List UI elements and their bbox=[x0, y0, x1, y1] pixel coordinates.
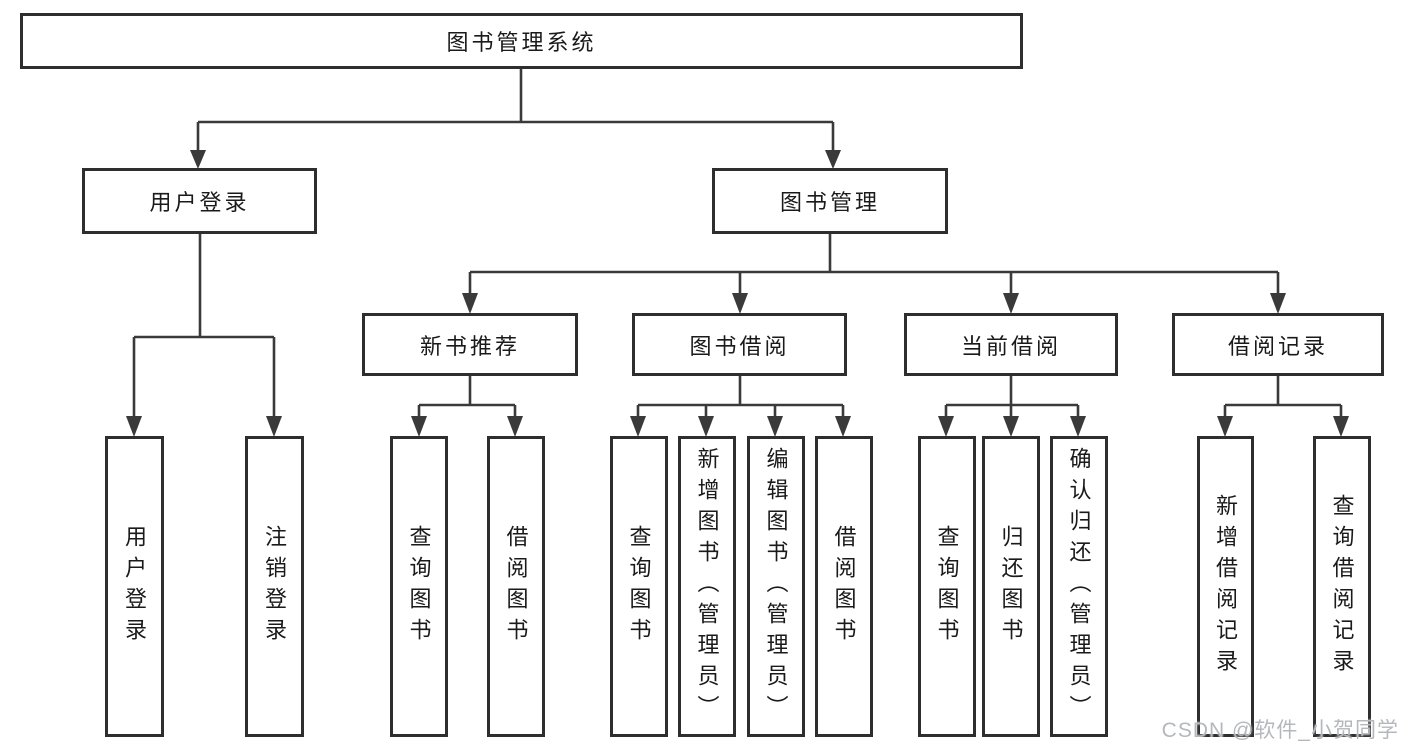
leaf-user-login: 用户登录 bbox=[105, 436, 164, 737]
node-root: 图书管理系统 bbox=[20, 13, 1023, 69]
node-root-label: 图书管理系统 bbox=[446, 30, 597, 55]
node-user-login-label: 用户登录 bbox=[149, 190, 250, 215]
leaf-nb-borrow-book-label: 借阅图书 bbox=[503, 524, 529, 649]
leaf-logout: 注销登录 bbox=[245, 436, 304, 737]
leaf-bb-edit-book-label: 编辑图书（管理员） bbox=[763, 447, 789, 726]
node-borrow-records-label: 借阅记录 bbox=[1227, 333, 1328, 359]
node-book-management-label: 图书管理 bbox=[779, 190, 880, 215]
leaf-nb-borrow-book: 借阅图书 bbox=[487, 436, 545, 737]
node-book-management: 图书管理 bbox=[712, 168, 948, 234]
leaf-br-query-record: 查询借阅记录 bbox=[1313, 436, 1371, 737]
leaf-cb-confirm-return: 确认归还（管理员） bbox=[1050, 436, 1108, 737]
node-current-borrow-label: 当前借阅 bbox=[960, 333, 1061, 359]
leaf-bb-borrow-book: 借阅图书 bbox=[815, 436, 873, 737]
node-book-borrow: 图书借阅 bbox=[632, 313, 847, 376]
leaf-bb-query-book-label: 查询图书 bbox=[626, 524, 652, 649]
connector-borrowrecord-to-leaves bbox=[1217, 376, 1349, 437]
connector-currentborrow-to-leaves bbox=[938, 376, 1086, 437]
leaf-bb-add-book-label: 新增图书（管理员） bbox=[694, 447, 720, 726]
leaf-bb-query-book: 查询图书 bbox=[610, 436, 668, 737]
csdn-watermark: CSDN @软件_小贺同学 bbox=[1161, 719, 1399, 742]
leaf-br-add-record: 新增借阅记录 bbox=[1197, 436, 1254, 737]
node-borrow-records: 借阅记录 bbox=[1172, 313, 1384, 376]
leaf-logout-label: 注销登录 bbox=[262, 524, 288, 649]
node-user-login: 用户登录 bbox=[82, 168, 317, 234]
connector-root-to-level2 bbox=[190, 69, 841, 169]
leaf-cb-return-book: 归还图书 bbox=[982, 436, 1040, 737]
leaf-cb-confirm-return-label: 确认归还（管理员） bbox=[1066, 447, 1092, 726]
connector-bookmgmt-to-level3 bbox=[462, 234, 1286, 314]
node-new-book-recommend-label: 新书推荐 bbox=[419, 333, 520, 359]
connector-userlogin-to-leaves bbox=[126, 234, 282, 437]
leaf-nb-query-book-label: 查询图书 bbox=[406, 524, 432, 649]
leaf-bb-add-book: 新增图书（管理员） bbox=[678, 436, 736, 737]
leaf-nb-query-book: 查询图书 bbox=[390, 436, 448, 737]
leaf-cb-query-book: 查询图书 bbox=[918, 436, 976, 737]
leaf-bb-borrow-book-label: 借阅图书 bbox=[831, 524, 857, 649]
node-new-book-recommend: 新书推荐 bbox=[362, 313, 578, 376]
leaf-cb-query-book-label: 查询图书 bbox=[934, 524, 960, 649]
node-book-borrow-label: 图书借阅 bbox=[689, 333, 790, 359]
leaf-bb-edit-book: 编辑图书（管理员） bbox=[747, 436, 805, 737]
node-current-borrow: 当前借阅 bbox=[904, 313, 1118, 376]
leaf-user-login-label: 用户登录 bbox=[122, 524, 148, 649]
leaf-cb-return-book-label: 归还图书 bbox=[998, 524, 1024, 649]
connector-newbook-to-leaves bbox=[411, 376, 523, 437]
connector-bookborrow-to-leaves bbox=[630, 376, 851, 437]
leaf-br-query-record-label: 查询借阅记录 bbox=[1329, 493, 1355, 680]
leaf-br-add-record-label: 新增借阅记录 bbox=[1213, 493, 1239, 680]
